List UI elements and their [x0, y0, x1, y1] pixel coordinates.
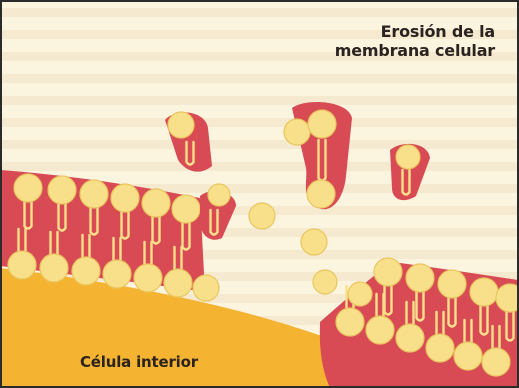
lipid-head	[8, 251, 36, 279]
lipid-head	[134, 264, 162, 292]
lipid-head	[48, 176, 76, 204]
lipid-head	[374, 258, 402, 286]
lipid-head	[336, 308, 364, 336]
free-lipid-head	[301, 229, 327, 255]
background-stripe	[0, 8, 519, 17]
diagram-title: Erosión de la membrana celular	[335, 22, 495, 60]
lipid-head	[80, 180, 108, 208]
lipid-head	[14, 174, 42, 202]
lipid-head	[426, 334, 454, 362]
lipid-head	[103, 260, 131, 288]
lipid-head	[164, 269, 192, 297]
lipid-head	[396, 145, 420, 169]
lipid-head	[168, 112, 194, 138]
lipid-head	[482, 348, 510, 376]
free-lipid-head	[249, 203, 275, 229]
lipid-head	[307, 180, 335, 208]
lipid-head	[193, 275, 219, 301]
lipid-head	[366, 316, 394, 344]
lipid-head	[470, 278, 498, 306]
lipid-head	[438, 270, 466, 298]
lipid-head	[72, 257, 100, 285]
background-stripe	[0, 96, 519, 105]
lipid-head	[308, 110, 336, 138]
lipid-head	[142, 189, 170, 217]
lipid-head	[208, 184, 230, 206]
title-line-1: Erosión de la	[335, 22, 495, 41]
free-lipid-head	[313, 270, 337, 294]
free-lipid-head	[348, 282, 372, 306]
background-stripe	[0, 140, 519, 149]
lipid-head	[111, 184, 139, 212]
lipid-head	[396, 324, 424, 352]
background-stripe	[0, 162, 519, 171]
lipid-head	[284, 119, 310, 145]
lipid-head	[496, 284, 519, 312]
lipid-head	[406, 264, 434, 292]
cell-interior-label: Célula interior	[80, 353, 198, 372]
background-stripe	[0, 74, 519, 83]
lipid-head	[172, 195, 200, 223]
background-stripe	[0, 118, 519, 127]
lipid-head	[40, 254, 68, 282]
lipid-head	[454, 342, 482, 370]
title-line-2: membrana celular	[335, 41, 495, 60]
